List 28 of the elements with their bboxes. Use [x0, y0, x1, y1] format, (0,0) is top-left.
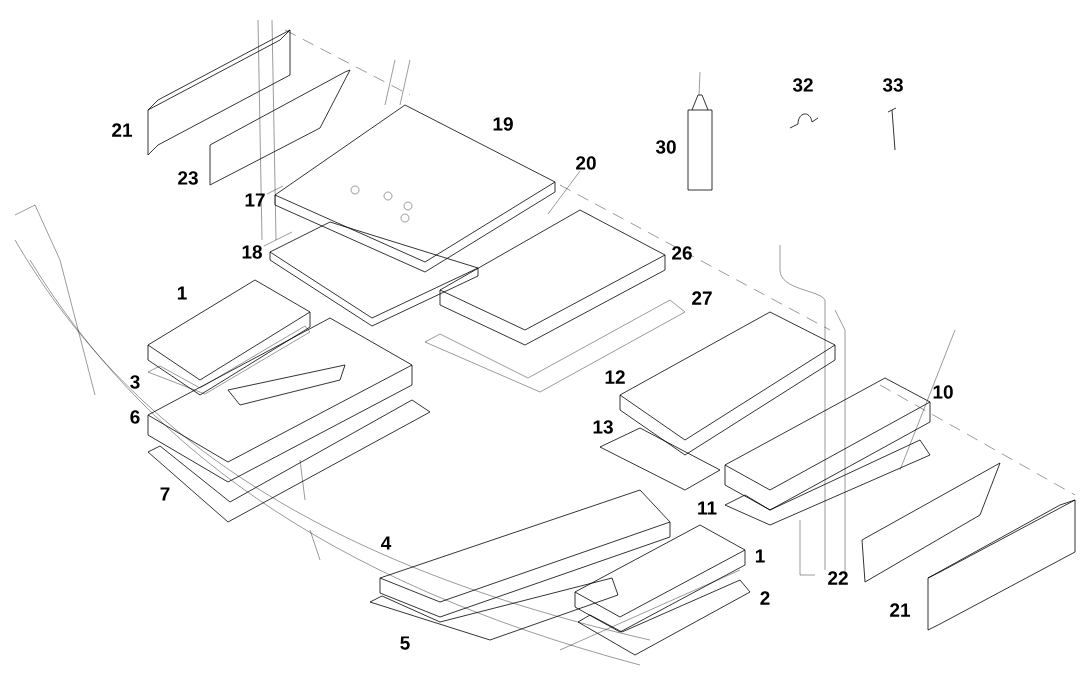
callout-number: 4	[381, 536, 392, 550]
callout-number: 19	[493, 117, 513, 131]
leader-line	[547, 170, 581, 215]
callout-number: 18	[242, 245, 262, 259]
callout-number: 7	[160, 487, 170, 501]
callout-number: 5	[400, 636, 410, 650]
callout-number: 6	[130, 410, 140, 424]
callout-number: 26	[672, 246, 692, 260]
callout-number: 10	[933, 385, 953, 399]
leader-line	[263, 231, 293, 247]
callout-number: 30	[655, 140, 676, 154]
callout-number: 21	[112, 123, 133, 137]
callout-number: 21	[890, 603, 911, 617]
callout-number: 27	[692, 291, 712, 305]
callout-number: 11	[698, 501, 717, 515]
callout-number: 3	[130, 375, 140, 389]
callout-number: 23	[178, 171, 198, 185]
callout-number: 33	[882, 78, 903, 92]
callout-number: 32	[792, 78, 813, 92]
callout-number: 1	[755, 549, 765, 563]
callout-number: 20	[576, 156, 596, 170]
leader-line	[266, 185, 284, 195]
callout-number: 22	[828, 571, 848, 585]
callout-number: 17	[245, 193, 265, 207]
callout-number: 12	[605, 370, 625, 384]
callout-number: 13	[593, 420, 613, 434]
callout-number: 1	[177, 286, 187, 300]
callout-number: 2	[760, 591, 770, 605]
